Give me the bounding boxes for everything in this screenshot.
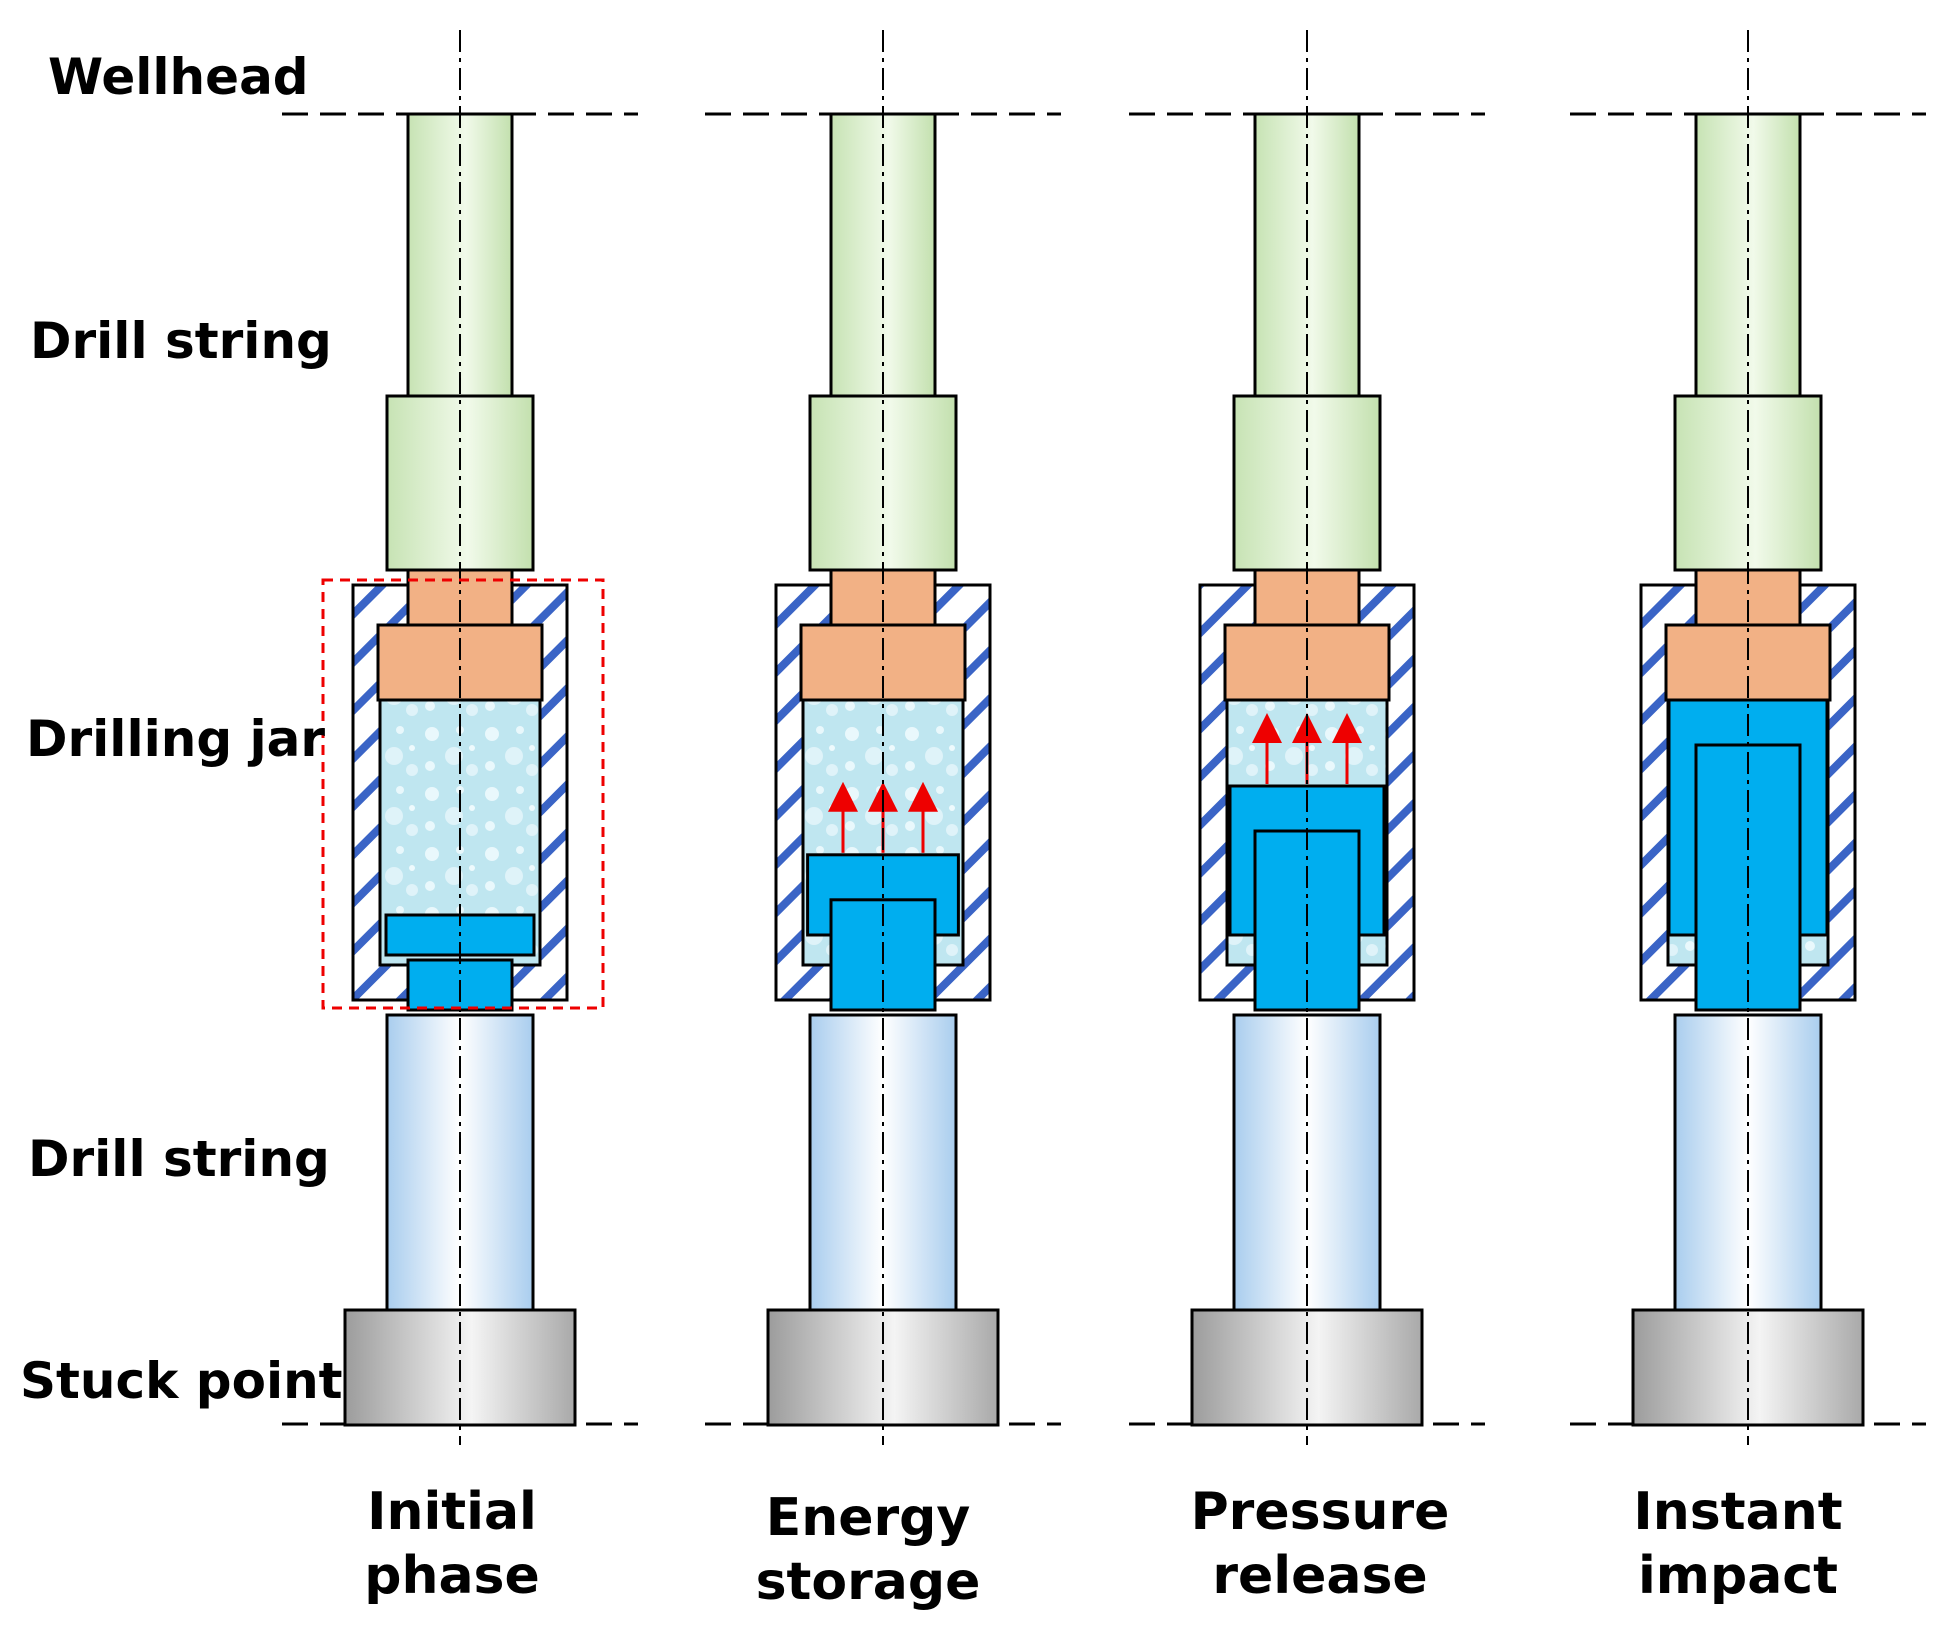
label-wellhead: Wellhead [48, 48, 309, 106]
jar-selection-box [321, 578, 605, 1010]
caption-energy-line1: Energy [765, 1488, 971, 1548]
caption-instant-impact: Instant impact [1558, 1480, 1918, 1608]
label-stuck-point: Stuck point [20, 1352, 343, 1410]
caption-impact-line2: impact [1637, 1546, 1838, 1606]
stage-column-initial [321, 30, 605, 1445]
caption-pressure-line1: Pressure [1190, 1482, 1450, 1542]
stage-column-impact [1631, 30, 1865, 1445]
caption-impact-line1: Instant [1633, 1482, 1843, 1542]
stage-column-energy [766, 30, 1000, 1445]
caption-energy-line2: storage [755, 1552, 981, 1612]
caption-initial-line2: phase [364, 1546, 540, 1606]
caption-pressure-release: Pressure release [1140, 1480, 1500, 1608]
label-drill-string-upper: Drill string [30, 312, 332, 370]
caption-energy-storage: Energy storage [688, 1486, 1048, 1614]
label-drilling-jar: Drilling jar [26, 710, 326, 768]
caption-pressure-line2: release [1212, 1546, 1428, 1606]
stage-column-pressure [1190, 30, 1424, 1445]
caption-initial-line1: Initial [367, 1482, 537, 1542]
label-drill-string-lower: Drill string [28, 1130, 330, 1188]
caption-initial-phase: Initial phase [272, 1480, 632, 1608]
